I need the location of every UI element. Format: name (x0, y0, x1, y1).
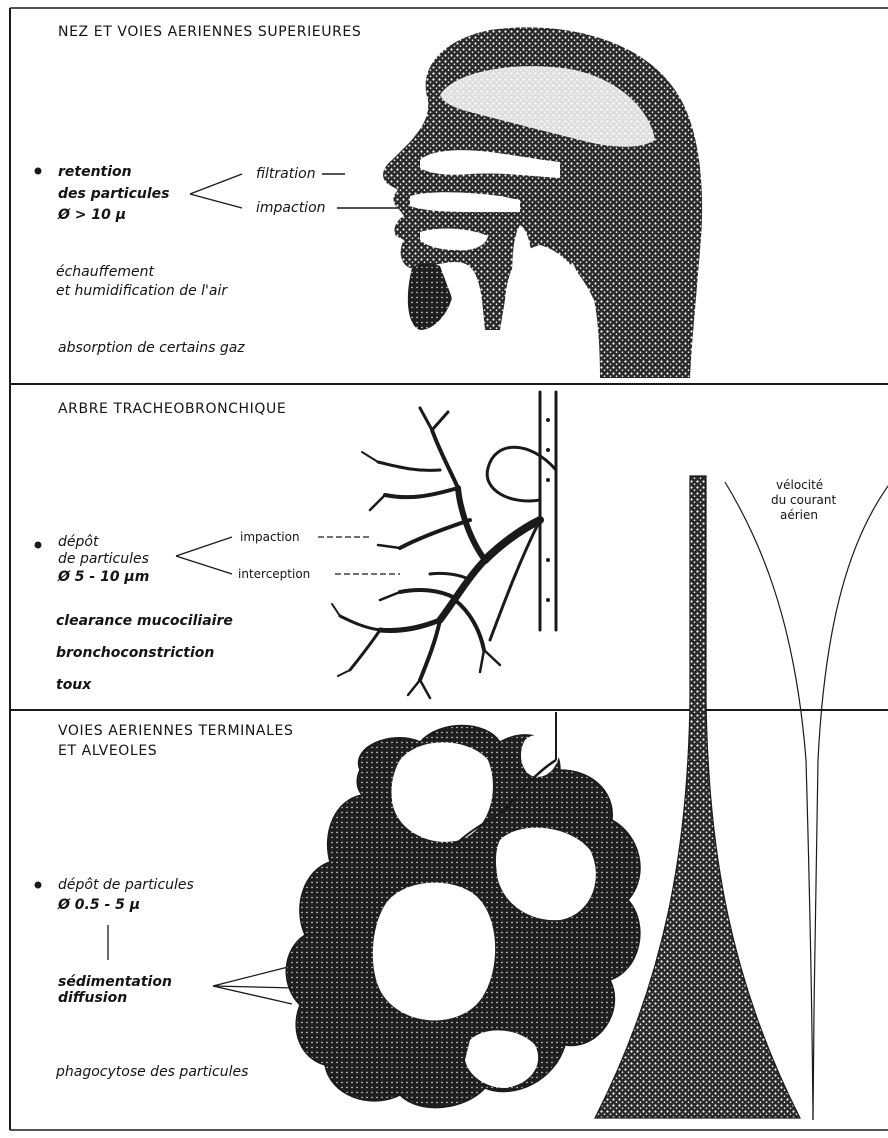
terminal-bullet-line2: Ø 0.5 - 5 µ (57, 897, 140, 913)
upper-bullet-line2: des particules (58, 186, 169, 202)
alveoli-cluster-illustration (286, 712, 640, 1108)
bullet-dot (35, 882, 42, 889)
velocity-label-line2: du courant (771, 493, 836, 507)
upper-bullet-line1: retention (58, 164, 132, 180)
terminal-phagocytose: phagocytose des particules (55, 1064, 248, 1080)
tracheo-title: ARBRE TRACHEOBRONCHIQUE (58, 401, 286, 417)
tracheo-bullet-line3: Ø 5 - 10 µm (57, 569, 149, 585)
velocity-label-line3: aérien (780, 508, 818, 522)
velocity-curve-right (813, 486, 888, 1120)
upper-label-filtration: filtration (256, 166, 316, 182)
tracheo-bullet-line1: dépôt (58, 534, 99, 550)
head-profile-illustration (383, 27, 702, 378)
tracheo-label-impaction: impaction (240, 530, 300, 544)
section-terminal-airways: VOIES AERIENNES TERMINALES ET ALVEOLES d… (35, 712, 640, 1108)
tracheo-toux: toux (56, 677, 92, 693)
terminal-title-line2: ET ALVEOLES (58, 743, 157, 759)
trachea-dots (546, 418, 550, 602)
bullet-dot (35, 542, 42, 549)
bullet-dot (35, 168, 42, 175)
upper-heating-line2: et humidification de l'air (56, 283, 228, 299)
tracheo-label-interception: interception (238, 567, 310, 581)
terminal-title-line1: VOIES AERIENNES TERMINALES (58, 723, 293, 739)
section-tracheobronchial: ARBRE TRACHEOBRONCHIQUE dépôt de particu… (35, 392, 557, 698)
tracheo-bronchoconstriction: bronchoconstriction (56, 645, 214, 661)
velocity-label-line1: vélocité (776, 478, 823, 492)
bronchial-tree-illustration (332, 392, 556, 698)
velocity-graph: vélocité du courant aérien (595, 476, 888, 1120)
upper-title: NEZ ET VOIES AERIENNES SUPERIEURES (58, 24, 361, 40)
airway-cross-section-flare (595, 476, 800, 1118)
section-upper-airways: NEZ ET VOIES AERIENNES SUPERIEURES reten… (35, 24, 703, 378)
upper-label-impaction: impaction (256, 200, 326, 216)
terminal-bullet-line1: dépôt de particules (58, 877, 194, 893)
tracheo-clearance: clearance mucociliaire (56, 613, 233, 629)
upper-absorption: absorption de certains gaz (58, 340, 245, 356)
terminal-mech-line1: sédimentation (58, 974, 172, 990)
upper-heating-line1: échauffement (56, 264, 154, 280)
terminal-mech-line2: diffusion (58, 990, 127, 1006)
terminal-mechanism-arrows (213, 966, 295, 1004)
tracheo-bullet-line2: de particules (58, 551, 149, 567)
upper-bullet-line3: Ø > 10 µ (57, 207, 126, 223)
